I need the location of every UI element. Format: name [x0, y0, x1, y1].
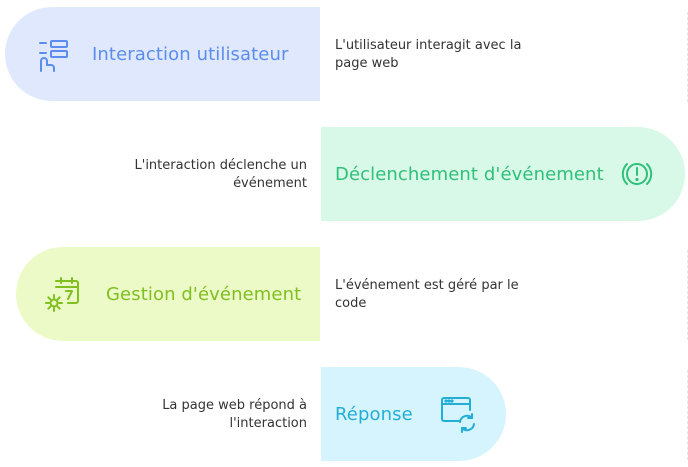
- step-declenchement-evenement: Déclenchement d'événement: [321, 127, 685, 221]
- alert-circle-icon: [621, 163, 653, 185]
- step-reponse: Réponse: [321, 367, 506, 461]
- step-description: L'interaction déclenche un événement: [134, 158, 308, 191]
- guide-line: [679, 370, 688, 460]
- step-description: L'utilisateur interagit avec la page web: [335, 38, 522, 71]
- step-gestion-evenement: Gestion d'événement: [16, 247, 320, 341]
- step-description: L'événement est géré par le code: [335, 278, 519, 311]
- browser-refresh-icon: [441, 397, 475, 433]
- step-title: Gestion d'événement: [106, 283, 302, 305]
- step-title: Déclenchement d'événement: [335, 163, 604, 185]
- user-interaction-icon: [39, 40, 68, 72]
- calendar-gear-icon: [45, 277, 79, 312]
- step-title: Réponse: [335, 403, 413, 425]
- step-interaction-utilisateur: Interaction utilisateur: [5, 7, 320, 101]
- step-description: La page web répond à l'interaction: [162, 398, 307, 431]
- guide-line: [679, 12, 688, 102]
- step-title: Interaction utilisateur: [92, 43, 289, 65]
- guide-line: [679, 250, 688, 340]
